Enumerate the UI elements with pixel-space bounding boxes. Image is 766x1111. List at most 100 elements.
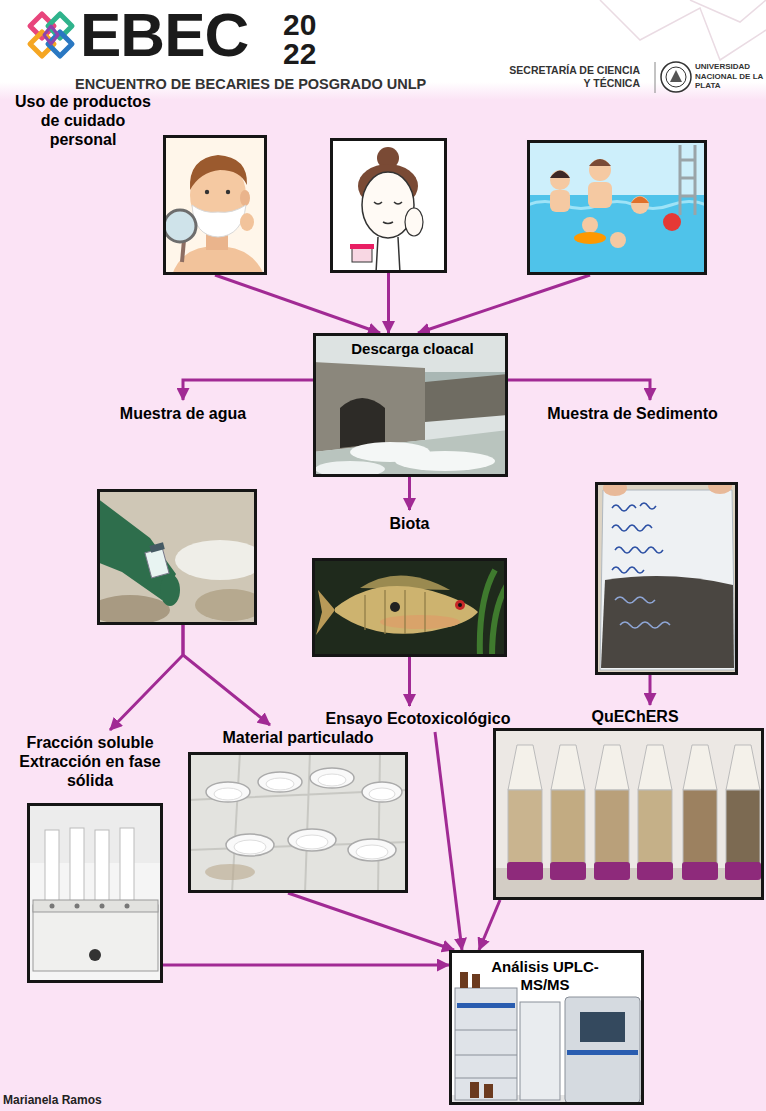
shaving-illustration [163,135,267,275]
university-seal-part [661,62,691,92]
quechers-tubes-photo-part-part [638,790,672,864]
flow-arrow [183,380,313,400]
particulate-filters-photo-part [206,768,402,861]
pool-illustration [527,140,707,275]
face-cream-illustration-part [330,138,447,273]
spe-manifold-photo-part [89,949,101,961]
flow-arrow [110,625,183,730]
particulate-filters-photo-part-part [234,840,266,854]
face-cream-illustration-part [374,202,402,224]
node-label: Descarga cloacal [325,340,500,358]
shaving-illustration-part [240,190,250,206]
sediment-bag-photo-part [595,482,738,675]
header-band-part [600,0,766,60]
sediment-bag-photo-part [601,576,734,668]
quechers-tubes-photo [493,728,764,900]
particulate-filters-photo-part-part [226,834,274,856]
uplc-instrument-photo-part [567,1050,638,1055]
shaving-illustration-part [226,190,230,194]
fish-photo-part [312,558,507,657]
flow-arrow [418,275,590,333]
pool-illustration-part [527,140,707,275]
photo-frame [527,140,707,275]
node-label: QuEChERS [560,707,710,726]
quechers-tubes-photo-part [508,745,760,864]
photo-frame [312,558,507,657]
shaving-illustration-part [240,213,254,231]
logo-wordmark: EBEC [80,4,248,66]
flow-arrow [215,275,380,333]
outfall-photo-part [313,333,508,477]
particulate-filters-photo-part-part [362,782,402,802]
outfall-photo-part [340,398,385,448]
uplc-instrument-photo-part [460,972,468,988]
uplc-instrument-photo-part [470,1082,479,1098]
flow-arrow [479,900,500,950]
pool-illustration-part [550,171,570,179]
spe-manifold-photo-part [75,904,80,909]
header-band-part [690,0,766,22]
fish-photo-part [365,590,425,634]
logo-mark [30,14,72,56]
quechers-tubes-photo-part-part [726,745,760,790]
quechers-tubes-photo-part-part [594,862,630,880]
quechers-tubes-photo-part-part [551,745,585,790]
pool-illustration-part [610,232,626,248]
event-name: ENCUENTRO DE BECARIES DE POSGRADO UNLP [75,76,426,93]
photo-node: QuEChERS [493,705,764,900]
author-name: Marianela Ramos [3,1093,102,1107]
particulate-filters-photo-part-part [288,829,336,851]
flow-arrow [163,964,449,967]
photo-frame [27,803,163,983]
quechers-tubes-photo-part-part [726,790,760,864]
photo-frame [595,482,738,675]
uplc-instrument-photo-part [580,1012,625,1042]
face-cream-illustration-part [376,237,400,273]
particulate-filters-photo-part-part [369,788,395,800]
face-cream-illustration-part [352,248,372,262]
spe-manifold-photo-part [33,900,158,912]
logo-mark-part [44,26,58,44]
particulate-filters-photo-part-part [356,845,388,859]
flow-arrow [183,625,270,725]
header-band-part [0,0,766,100]
spe-manifold-photo-part [95,830,109,902]
photo-node: Uso de productos de cuidado personal [8,92,267,275]
face-cream-illustration-part [350,244,374,249]
quechers-tubes-photo-part-part [682,862,718,880]
particulate-filters-photo [188,752,408,893]
shaving-illustration-part [205,190,209,194]
shaving-illustration-part [190,155,247,190]
logo-year: 22 [283,39,316,69]
quechers-tubes-photo-part-part [683,790,717,864]
quechers-tubes-photo-part-part [508,745,542,790]
particulate-filters-photo-part-part [206,782,250,802]
particulate-filters-photo-part-part [310,768,354,788]
spe-manifold-photo-part [50,904,55,909]
pool-illustration-part [550,170,570,190]
photo-frame [97,489,257,625]
pool-illustration-part [631,196,649,214]
photo-node: Material particulado [188,725,408,893]
pool-illustration-part [550,190,570,212]
flow-arrow [435,732,462,950]
photo-node: Muestra de Sedimento [525,400,740,675]
uplc-instrument-photo [449,950,644,1105]
photo-node: Biota [312,510,507,657]
pool-illustration-part [680,145,695,215]
photo-frame [493,728,764,900]
spe-manifold-photo-part [70,828,84,902]
spe-manifold-photo-part [33,905,158,971]
uplc-instrument-photo-part [457,1003,515,1008]
quechers-tubes-photo-part-part [683,745,717,790]
step-label: Ensayo Ecotoxicológico [318,706,518,732]
water-sample-photo-part [160,574,180,606]
uplc-instrument-photo-part [520,1002,560,1100]
university-seal-part [655,62,656,93]
pool-illustration-part [574,232,606,244]
sediment-bag-photo [595,482,738,675]
node-label: Ensayo Ecotoxicológico [318,709,518,728]
fish-photo-part [316,590,335,635]
water-sample-photo-part [97,595,170,625]
